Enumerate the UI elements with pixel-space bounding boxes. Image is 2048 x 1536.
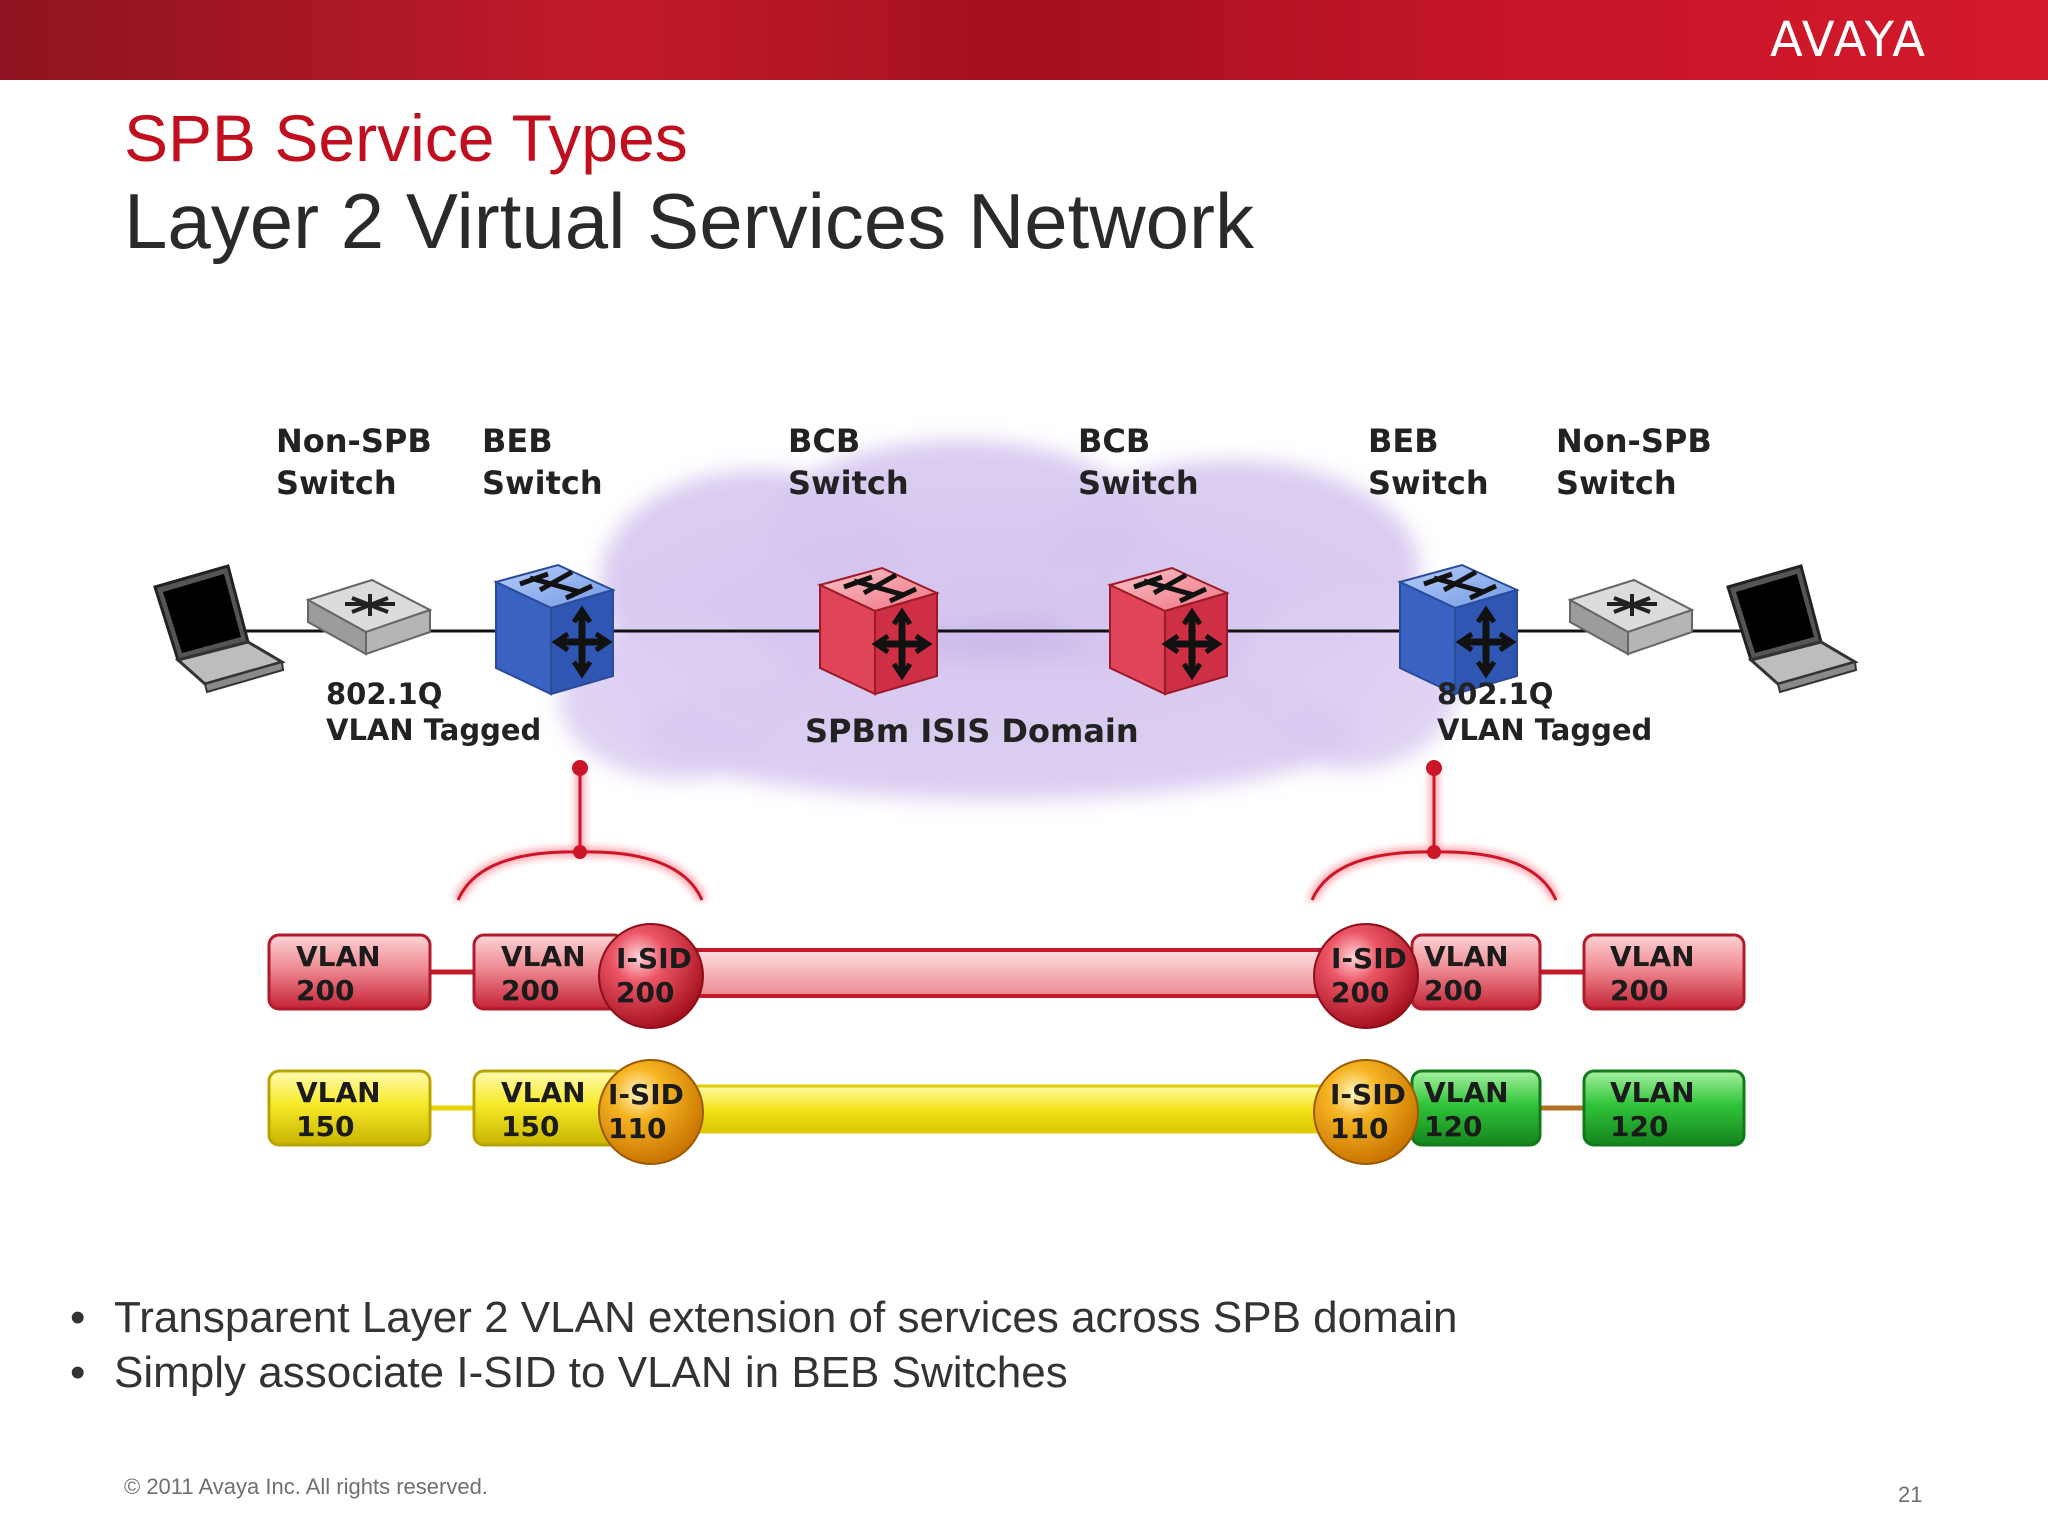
vlan-box-right xyxy=(1582,933,1746,1011)
label-bcb-left: BCB Switch xyxy=(788,422,909,502)
label-tagged-right: 802.1Q VLAN Tagged xyxy=(1437,677,1652,747)
non-spb-switch-right-icon xyxy=(1567,578,1695,656)
label-non-spb-left: Non-SPB Switch xyxy=(276,422,443,502)
isid-ball-left xyxy=(598,923,704,1029)
association-bracket-right xyxy=(1308,760,1560,902)
header-banner: AVAYA xyxy=(0,0,2048,80)
isid-ball-right xyxy=(1313,923,1419,1029)
label-beb-left: BEB Switch xyxy=(482,422,603,502)
bullet-item: Simply associate I-SID to VLAN in BEB Sw… xyxy=(70,1345,1457,1400)
vlan-box-left xyxy=(267,933,432,1011)
vlan-box-right-green xyxy=(1582,1069,1746,1147)
label-non-spb-right: Non-SPB Switch xyxy=(1556,422,1723,502)
isid-200-tunnel xyxy=(688,948,1352,998)
isid-ball-right-orange xyxy=(1313,1059,1419,1165)
vlan-box-left-yellow xyxy=(267,1069,432,1147)
label-bcb-right: BCB Switch xyxy=(1078,422,1199,502)
slide-subtitle: Layer 2 Virtual Services Network xyxy=(124,177,1255,265)
non-spb-switch-left-icon xyxy=(305,578,433,656)
isid-110-tunnel xyxy=(688,1084,1352,1134)
beb-switch-right-icon xyxy=(1397,563,1520,696)
bcb-switch-left-icon xyxy=(817,566,940,696)
laptop-left-icon xyxy=(153,564,286,694)
beb-switch-left-icon xyxy=(493,563,616,696)
avaya-logo: AVAYA xyxy=(1770,12,1928,68)
laptop-right-icon xyxy=(1726,564,1859,694)
bcb-switch-right-icon xyxy=(1107,566,1230,696)
bullet-item: Transparent Layer 2 VLAN extension of se… xyxy=(70,1290,1457,1345)
bullet-list: Transparent Layer 2 VLAN extension of se… xyxy=(70,1290,1457,1400)
label-beb-right: BEB Switch xyxy=(1368,422,1489,502)
label-tagged-left: 802.1Q VLAN Tagged xyxy=(326,677,541,747)
association-bracket-left xyxy=(454,760,706,902)
isid-ball-left-orange xyxy=(598,1059,704,1165)
slide-title: SPB Service Types xyxy=(124,101,688,175)
label-spbm-domain: SPBm ISIS Domain xyxy=(805,712,1139,750)
page-number: 21 xyxy=(1898,1482,1923,1507)
copyright-text: © 2011 Avaya Inc. All rights reserved. xyxy=(124,1474,488,1499)
